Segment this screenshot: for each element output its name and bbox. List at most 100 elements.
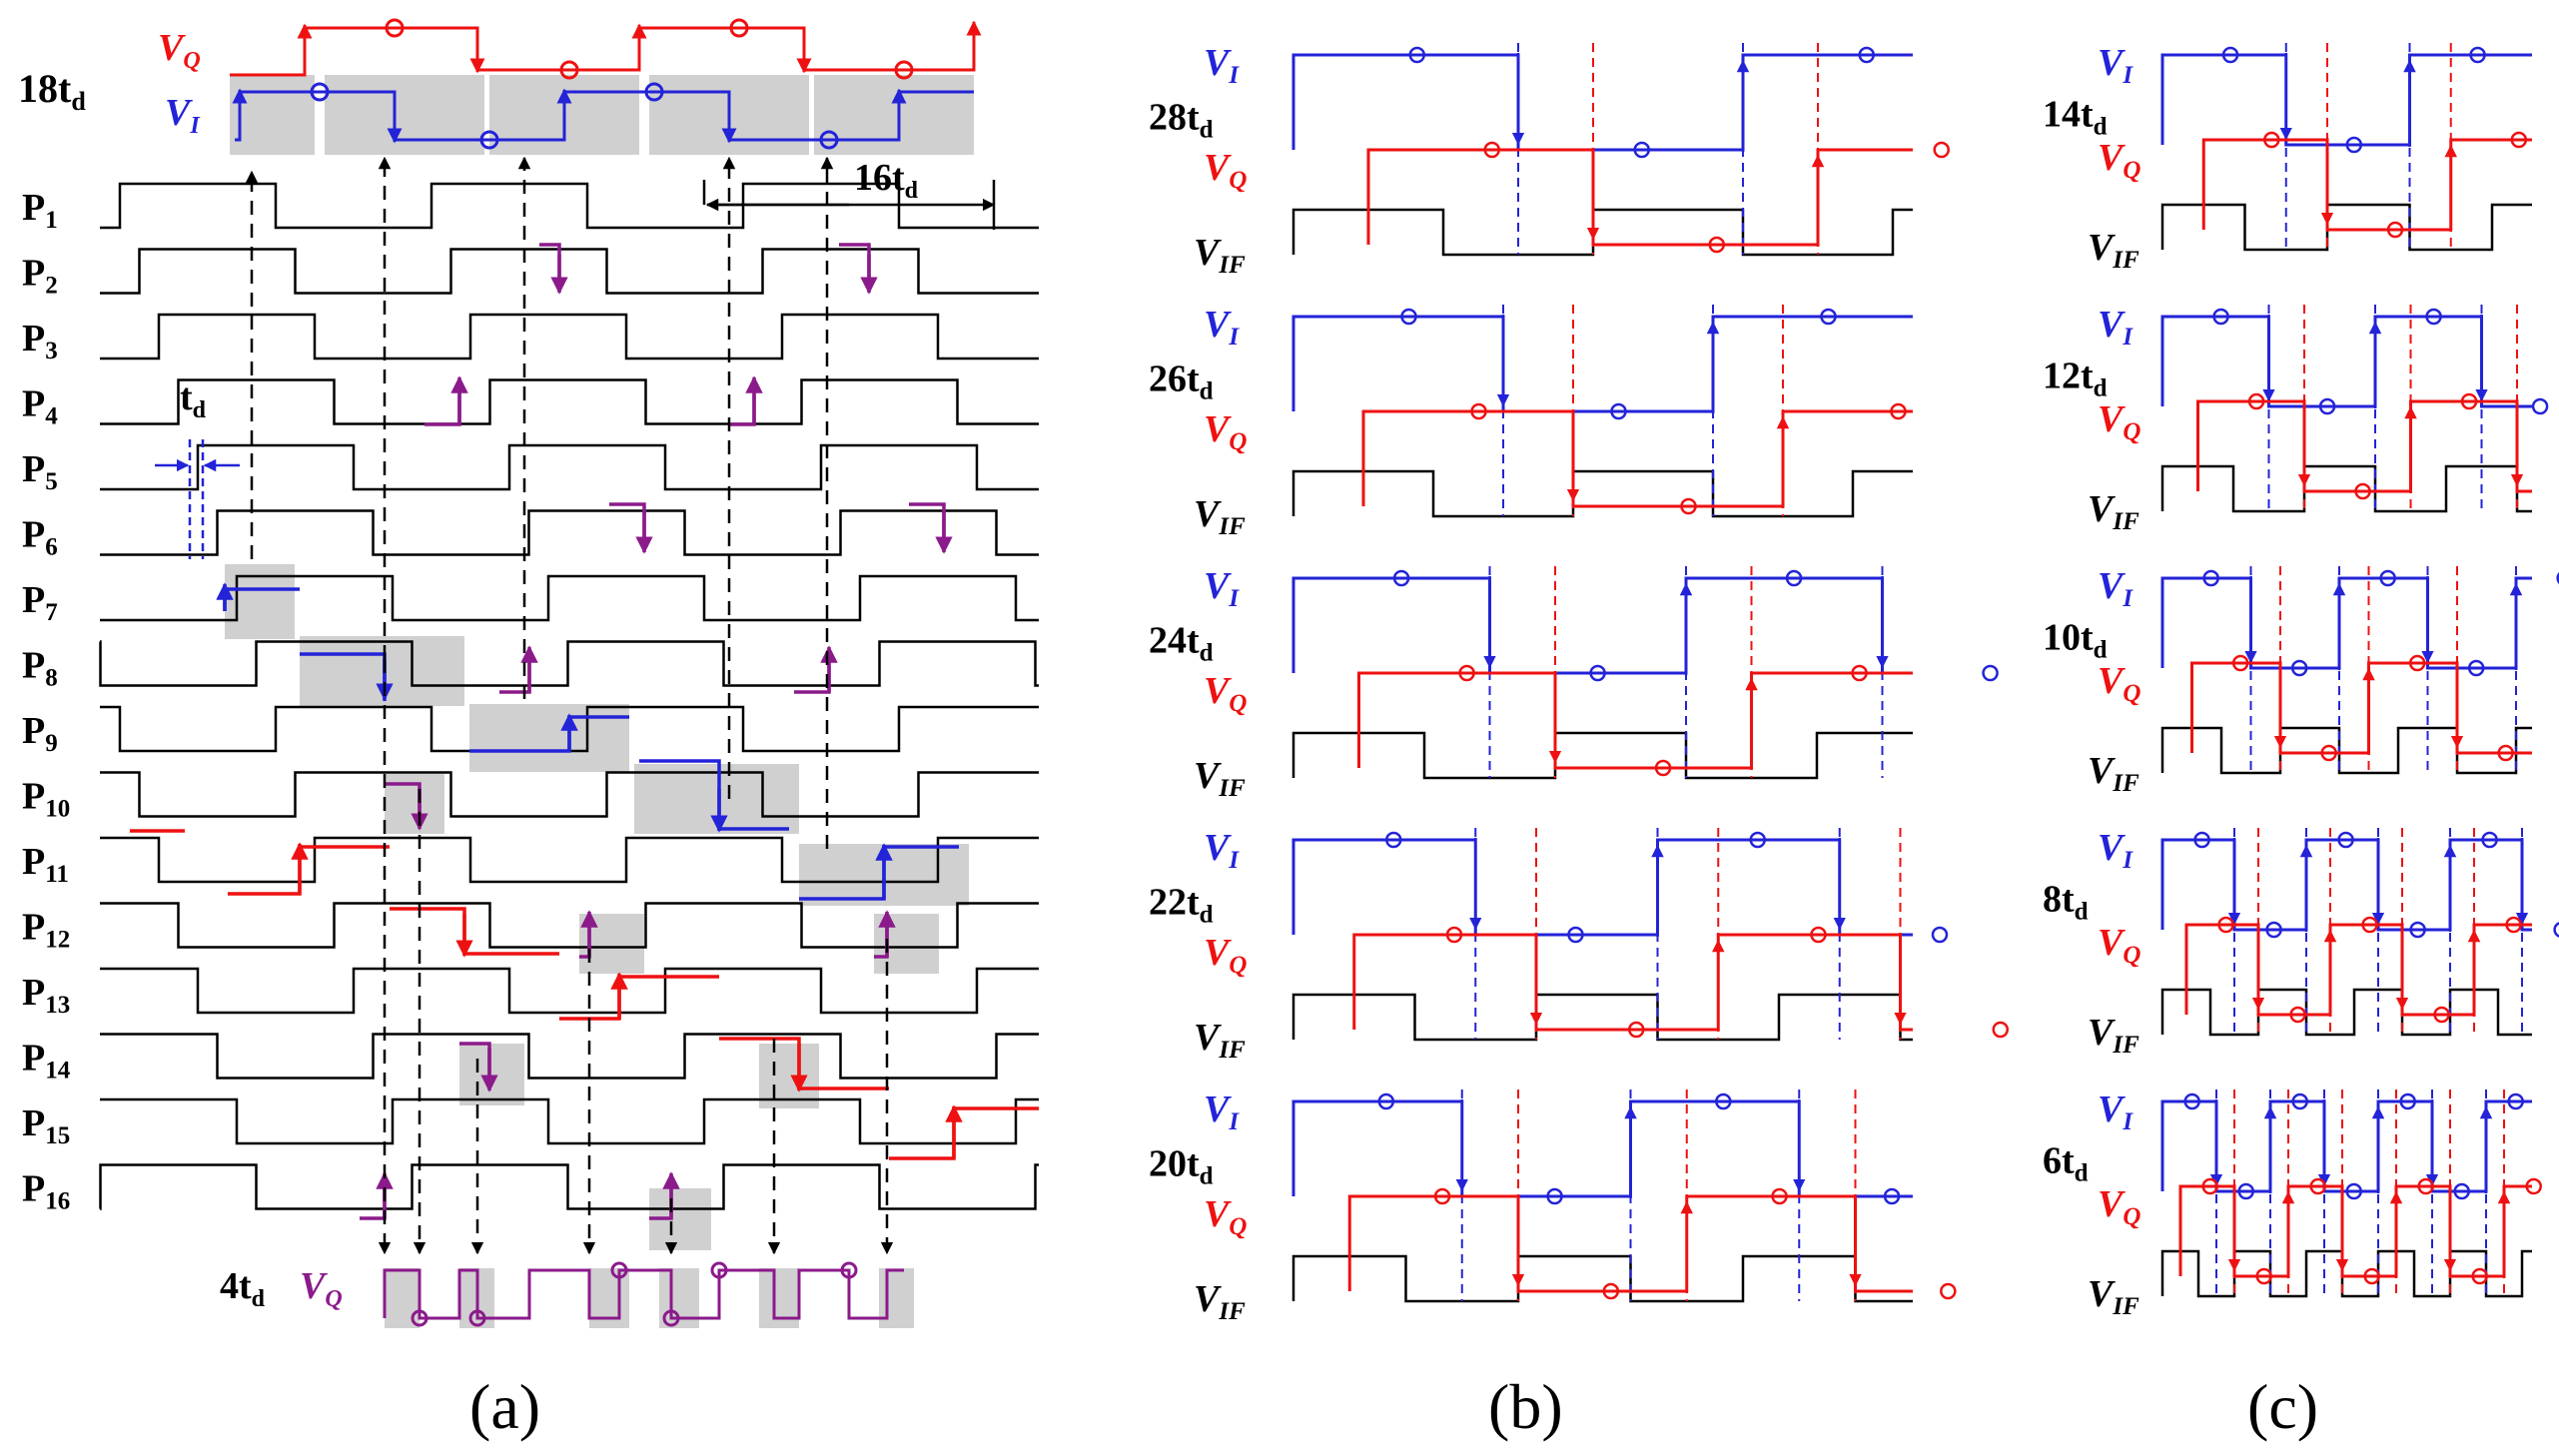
caption-b: (b): [1488, 1371, 1563, 1442]
phase-waveform: [100, 248, 1039, 295]
td-indicator: [155, 439, 240, 559]
period-label: 28td: [1149, 96, 1214, 143]
bottom-vq-label: VQ: [300, 1265, 343, 1312]
highlight-box: [300, 636, 464, 706]
phase-label: P14: [22, 1038, 71, 1085]
phase-label: P13: [22, 972, 70, 1019]
vif-waveform: [2160, 1249, 2532, 1298]
vi-label: VI: [1204, 1089, 1240, 1135]
phase-waveform: [99, 640, 1039, 687]
signal-marker: [2531, 397, 2549, 415]
panel-c: VI14tdVQVIFVI12tdVQVIFVI10tdVQVIFVI8tdVQ…: [2043, 42, 2559, 1320]
vi-waveform: [1291, 53, 1913, 152]
phase-label: P16: [22, 1168, 70, 1215]
vif-label: VIF: [2088, 227, 2139, 274]
vif-label: VIF: [1194, 232, 1246, 279]
vq-label: VQ: [1204, 1193, 1247, 1240]
signal-marker: [1931, 926, 1949, 944]
phase-waveform: [100, 1033, 1039, 1080]
vi-waveform: [1291, 576, 1913, 675]
phase-label: P1: [22, 187, 58, 234]
period-label: 12td: [2043, 356, 2108, 402]
vif-label: VIF: [1194, 1017, 1246, 1064]
vif-label: VIF: [2088, 488, 2139, 535]
highlight-boxes: [225, 75, 974, 1328]
period-label: 10td: [2043, 617, 2108, 664]
signal-marker: [1992, 1021, 2009, 1039]
period-label-18td: 18td: [18, 66, 86, 116]
vi-label: VI: [1204, 42, 1240, 89]
period-label: 14td: [2043, 94, 2108, 141]
phase-label: P15: [22, 1102, 70, 1149]
vq-waveform: [1347, 1194, 1913, 1293]
vq-waveform: [1352, 933, 1913, 1032]
vq-label: VQ: [158, 27, 201, 74]
top-vq-waveform: [230, 26, 976, 77]
bottom-vq-waveform: [383, 1268, 904, 1320]
panel-b: VI28tdVQVIFVI26tdVQVIFVI24tdVQVIFVI22tdV…: [1149, 42, 2009, 1325]
vq-waveform: [1361, 409, 1913, 508]
vi-waveform: [1291, 1099, 1913, 1198]
phase-waveform: [100, 1097, 1039, 1145]
dashed-guides: [245, 156, 894, 1255]
vq-label: VQ: [1204, 670, 1247, 717]
phase-waveform: [100, 967, 1039, 1015]
highlight-box: [469, 704, 629, 772]
vif-waveform: [1291, 993, 1913, 1042]
signal-marker: [2553, 922, 2559, 938]
signal-marker: [1940, 1282, 1957, 1300]
phase-label: P8: [22, 645, 58, 692]
signal-marker: [1933, 141, 1950, 159]
vi-waveform: [1291, 315, 1913, 413]
highlight-box: [634, 764, 799, 834]
vq-waveform: [2196, 399, 2532, 493]
vif-label: VIF: [2088, 1273, 2139, 1320]
phase-waveform: [100, 902, 1039, 949]
phase-label: P2: [22, 253, 58, 300]
vi-waveform: [1291, 838, 1913, 937]
phase-waveform: [100, 771, 1039, 818]
vq-label: VQ: [2098, 922, 2140, 969]
phase-waveform: [100, 182, 1039, 230]
highlight-box: [459, 1044, 524, 1105]
phase-label: P9: [22, 710, 58, 757]
highlight-box: [874, 914, 939, 974]
vi-label: VI: [165, 92, 201, 139]
vq-label: VQ: [2098, 137, 2140, 184]
phase-waveform: [100, 836, 1039, 884]
phase-overlay: [729, 379, 756, 426]
vq-waveform: [1357, 671, 1913, 770]
vif-waveform: [1291, 731, 1913, 780]
vi-waveform: [2160, 576, 2532, 670]
phase-waveform: [100, 378, 1039, 425]
period-label: 26td: [1149, 358, 1214, 404]
phase-overlay: [360, 1176, 387, 1220]
vi-label: VI: [1204, 304, 1240, 351]
vif-label: VIF: [1194, 1278, 1246, 1325]
span-16td: [702, 180, 996, 230]
phase-label: P10: [22, 776, 70, 823]
phase-waveform: [100, 313, 1039, 361]
phase-label: P11: [22, 841, 69, 888]
highlight-box: [814, 75, 974, 155]
highlight-box: [230, 75, 315, 155]
vq-label: VQ: [1204, 408, 1247, 455]
vq-waveform: [2178, 1184, 2532, 1278]
phase-label: P7: [22, 579, 58, 626]
vi-label: VI: [1204, 565, 1240, 612]
span-label-16td: 16td: [854, 157, 919, 204]
phase-label: P3: [22, 318, 58, 364]
phase-waveform: [100, 509, 1039, 556]
td-label: td: [180, 376, 207, 423]
period-label: 20td: [1149, 1142, 1214, 1189]
highlight-box: [325, 75, 484, 155]
